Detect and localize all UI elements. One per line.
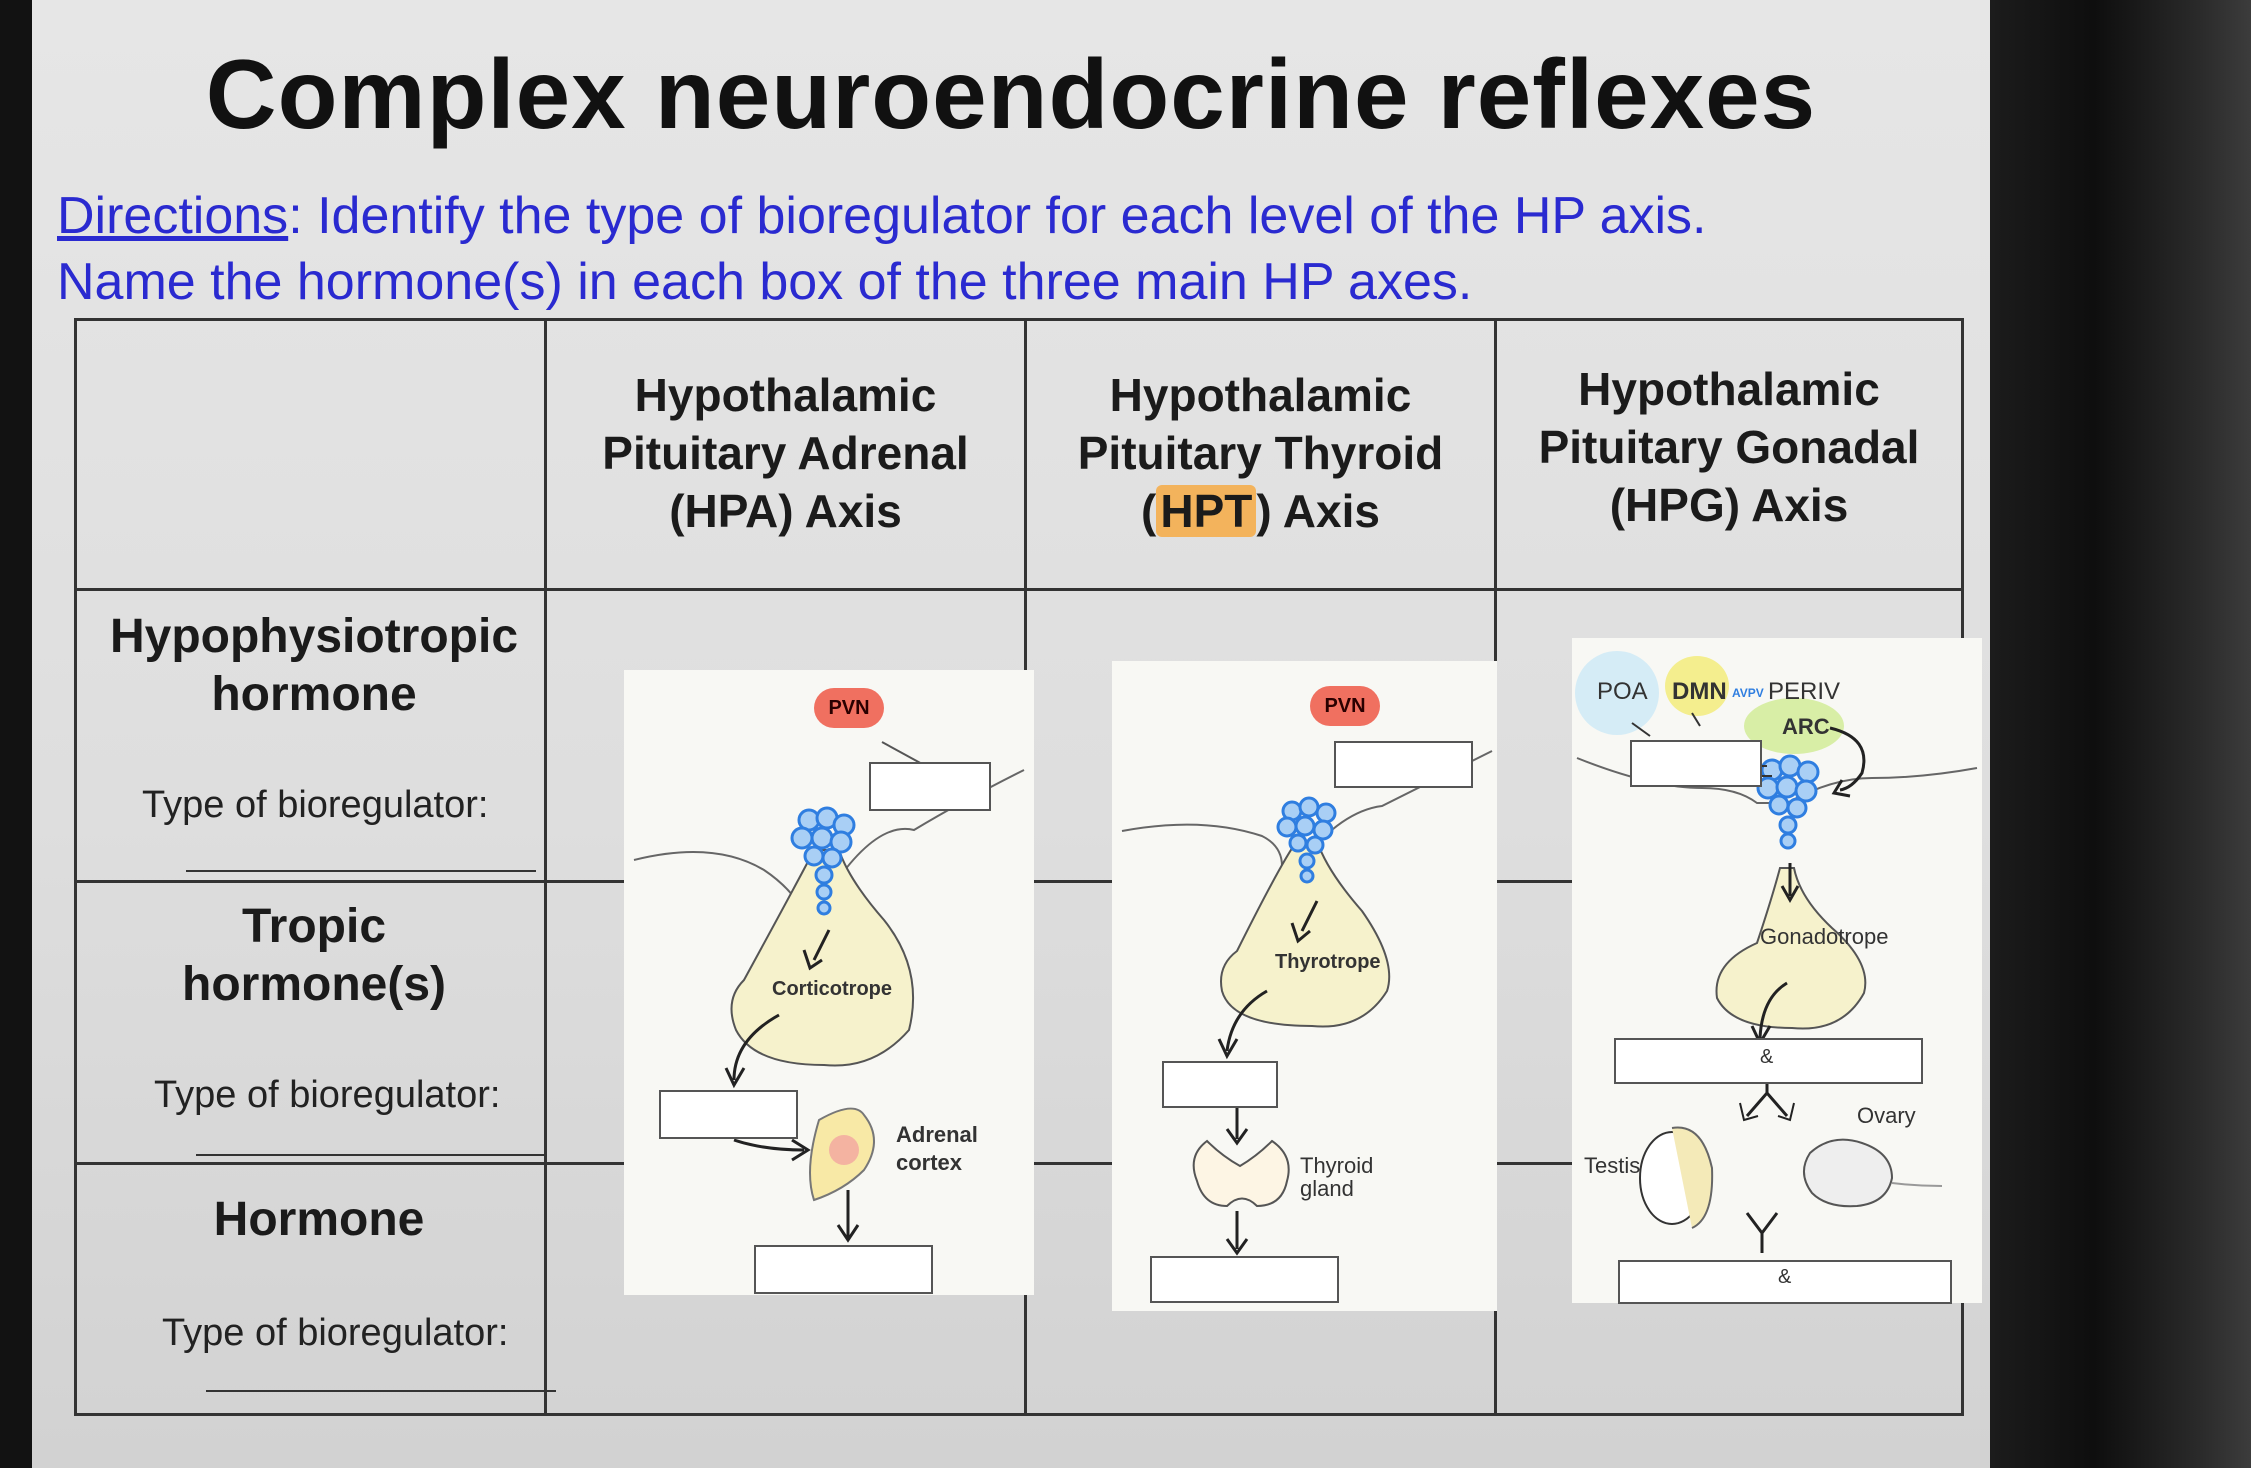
- hpg-hormone-amp: &: [1778, 1266, 1792, 1288]
- hpt-close-text: ) Axis: [1256, 485, 1380, 537]
- hpg-diagram-drawing: [1575, 651, 1978, 1253]
- hpg-tropic-amp: &: [1760, 1046, 1774, 1068]
- hpg-poa-label: POA: [1597, 678, 1648, 705]
- hpg-diagram: POA DMN AVPV PERIV ARC Gonadotrope & Tes…: [1572, 638, 1982, 1304]
- slide-title: Complex neuroendocrine reflexes: [205, 39, 1817, 149]
- hpt-header-line3: (HPT) Axis: [1027, 482, 1494, 540]
- hpt-hormone-box[interactable]: [1150, 1256, 1339, 1303]
- hpa-cell-label: Corticotrope: [772, 978, 892, 1000]
- directions-text-1: : Identify the type of bioregulator for …: [288, 187, 1707, 245]
- hpa-diagram: PVN Corticotrope Adrenal cortex: [624, 670, 1034, 1295]
- hpg-hormone-box[interactable]: [1618, 1260, 1952, 1304]
- left-bezel: [0, 0, 32, 1468]
- hpg-cell-label: Gonadotrope: [1760, 924, 1889, 949]
- column-divider-1: [544, 318, 547, 1416]
- hpa-diagram-drawing: [633, 741, 1025, 1243]
- directions-label: Directions: [57, 187, 289, 245]
- header-divider: [74, 588, 1964, 591]
- hpg-hypophysiotropic-box[interactable]: [1630, 740, 1762, 787]
- row2-answer-line[interactable]: [196, 1154, 546, 1156]
- row1-line2: hormone: [211, 668, 417, 721]
- table-border-left: [74, 318, 77, 1416]
- row3-type-label: Type of bioregulator:: [162, 1312, 509, 1354]
- hpa-target-line1: Adrenal: [896, 1122, 978, 1147]
- hpg-ovary-label: Ovary: [1857, 1103, 1916, 1128]
- right-bezel: [1990, 0, 2251, 1468]
- hpg-avpv-label: AVPV: [1732, 686, 1764, 700]
- hpa-header-line2: Pituitary Adrenal: [602, 427, 969, 479]
- hpa-hormone-box[interactable]: [754, 1245, 933, 1294]
- hpg-testis-label: Testis: [1584, 1153, 1641, 1178]
- hpg-header-line3: (HPG) Axis: [1609, 479, 1849, 531]
- hpt-target-line2: gland: [1300, 1176, 1354, 1201]
- hpg-periv-label: PERIV: [1768, 678, 1841, 705]
- slide: Complex neuroendocrine reflexes Directio…: [32, 0, 1990, 1468]
- hpt-hypophysiotropic-box[interactable]: [1334, 741, 1473, 788]
- axes-table: Hypothalamic Pituitary Adrenal (HPA) Axi…: [74, 318, 1982, 1418]
- hpg-header-line1: Hypothalamic: [1578, 363, 1880, 415]
- row-header-hormone: Hormone: [94, 1191, 544, 1249]
- hpt-diagram-drawing: [1121, 750, 1493, 1256]
- directions-line-2: Name the hormone(s) in each box of the t…: [57, 253, 1473, 311]
- hpg-arc-label: ARC: [1782, 714, 1830, 739]
- column-header-hpt: Hypothalamic Pituitary Thyroid (HPT) Axi…: [1027, 366, 1494, 540]
- hpt-cell-label: Thyrotrope: [1275, 951, 1381, 973]
- hpg-header-line2: Pituitary Gonadal: [1538, 421, 1920, 473]
- hpa-target-line2: cortex: [896, 1150, 963, 1175]
- hpa-pvn-label: PVN: [814, 688, 884, 728]
- table-border-bottom: [74, 1413, 1964, 1416]
- hpt-target-line1: Thyroid: [1300, 1153, 1374, 1178]
- row1-answer-line[interactable]: [186, 870, 536, 872]
- hpt-tropic-box[interactable]: [1162, 1061, 1278, 1108]
- hpg-dmn-label: DMN: [1672, 678, 1727, 705]
- row2-line2: hormone(s): [182, 958, 446, 1011]
- hpt-header-line1: Hypothalamic: [1109, 369, 1412, 421]
- row-header-hypophysiotropic: Hypophysiotropic hormone: [94, 608, 534, 724]
- hpa-header-line3: (HPA) Axis: [669, 485, 902, 537]
- row3-line1: Hormone: [213, 1193, 425, 1246]
- column-header-hpg: Hypothalamic Pituitary Gonadal (HPG) Axi…: [1497, 360, 1961, 534]
- hpt-pvn-label: PVN: [1310, 686, 1380, 726]
- row2-line1: Tropic: [241, 900, 387, 953]
- hpt-highlight: HPT: [1156, 485, 1257, 537]
- hpt-open-paren: (: [1141, 485, 1157, 537]
- directions-line-1: Directions: Identify the type of bioregu…: [57, 186, 1706, 246]
- hpa-header-line1: Hypothalamic: [634, 369, 937, 421]
- row1-type-label: Type of bioregulator:: [142, 784, 489, 826]
- hpg-tropic-box[interactable]: [1614, 1038, 1923, 1084]
- hpt-diagram: PVN Thyrotrope Thyroid gland: [1112, 661, 1497, 1311]
- row2-type-label: Type of bioregulator:: [154, 1074, 501, 1116]
- row1-line1: Hypophysiotropic: [109, 610, 519, 663]
- hpt-header-line2: Pituitary Thyroid: [1077, 427, 1444, 479]
- hpa-hypophysiotropic-box[interactable]: [869, 762, 991, 811]
- column-header-hpa: Hypothalamic Pituitary Adrenal (HPA) Axi…: [547, 366, 1024, 540]
- table-border-top: [74, 318, 1964, 321]
- hpa-tropic-box[interactable]: [659, 1090, 798, 1139]
- row3-answer-line[interactable]: [206, 1390, 556, 1392]
- row-header-tropic: Tropic hormone(s): [94, 898, 534, 1014]
